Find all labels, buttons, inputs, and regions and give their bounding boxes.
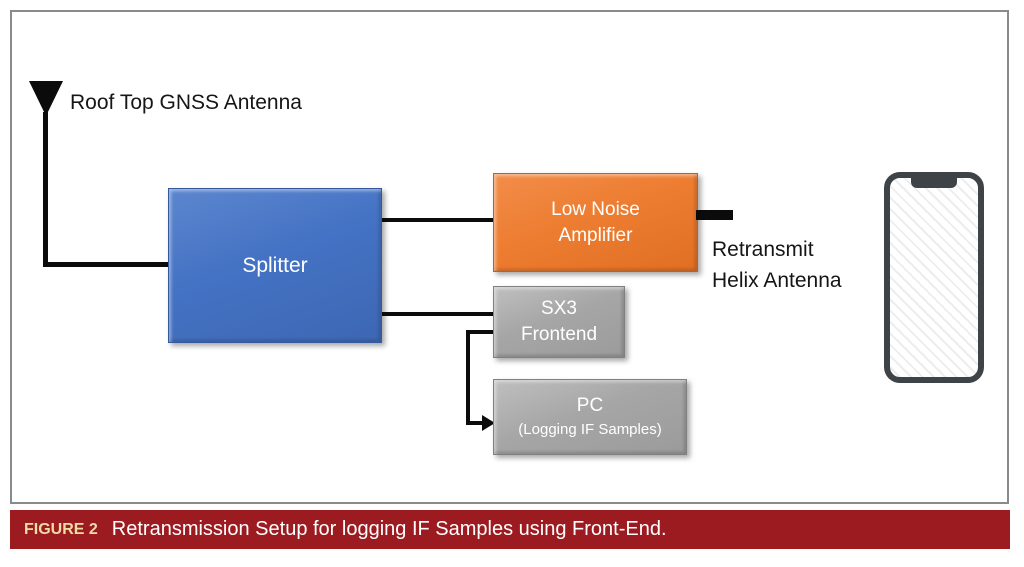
figure-caption-bar: FIGURE 2 Retransmission Setup for loggin… [10,510,1010,549]
sx3-label-line1: SX3 [541,298,577,319]
pc-label-line1: PC [576,395,604,416]
figure-number-label: FIGURE 2 [24,520,98,538]
retransmit-label: Retransmit Helix Antenna [712,234,842,296]
antenna-label: Roof Top GNSS Antenna [70,91,302,114]
sx3-to-pc-connector-vertical [466,330,470,425]
sx3-to-pc-connector-top [466,330,493,334]
lna-box: Low Noise Amplifier [493,173,698,272]
lna-label-line2: Amplifier [558,224,633,246]
gnss-antenna-icon [29,81,63,116]
pc-label-line2: (Logging IF Samples) [518,421,662,438]
splitter-to-lna-line [382,218,493,222]
retransmit-label-line2: Helix Antenna [712,269,842,292]
antenna-stub-icon [696,210,733,220]
antenna-mast-line [43,112,48,266]
splitter-to-sx3-line [382,312,493,316]
lna-label-line1: Low Noise [551,198,640,220]
retransmit-label-line1: Retransmit [712,238,814,261]
splitter-box: Splitter [168,188,382,343]
arrowhead-icon [482,415,495,431]
sx3-to-pc-connector-bottom [466,421,484,425]
smartphone-icon [884,172,984,383]
sx3-label-line2: Frontend [520,324,598,345]
sx3-frontend-box: SX3 Frontend [493,286,625,358]
pc-box: PC (Logging IF Samples) [493,379,687,455]
figure-caption-text: Retransmission Setup for logging IF Samp… [111,518,667,540]
phone-notch [911,177,957,188]
antenna-to-splitter-line [43,262,169,267]
splitter-label: Splitter [242,253,308,277]
